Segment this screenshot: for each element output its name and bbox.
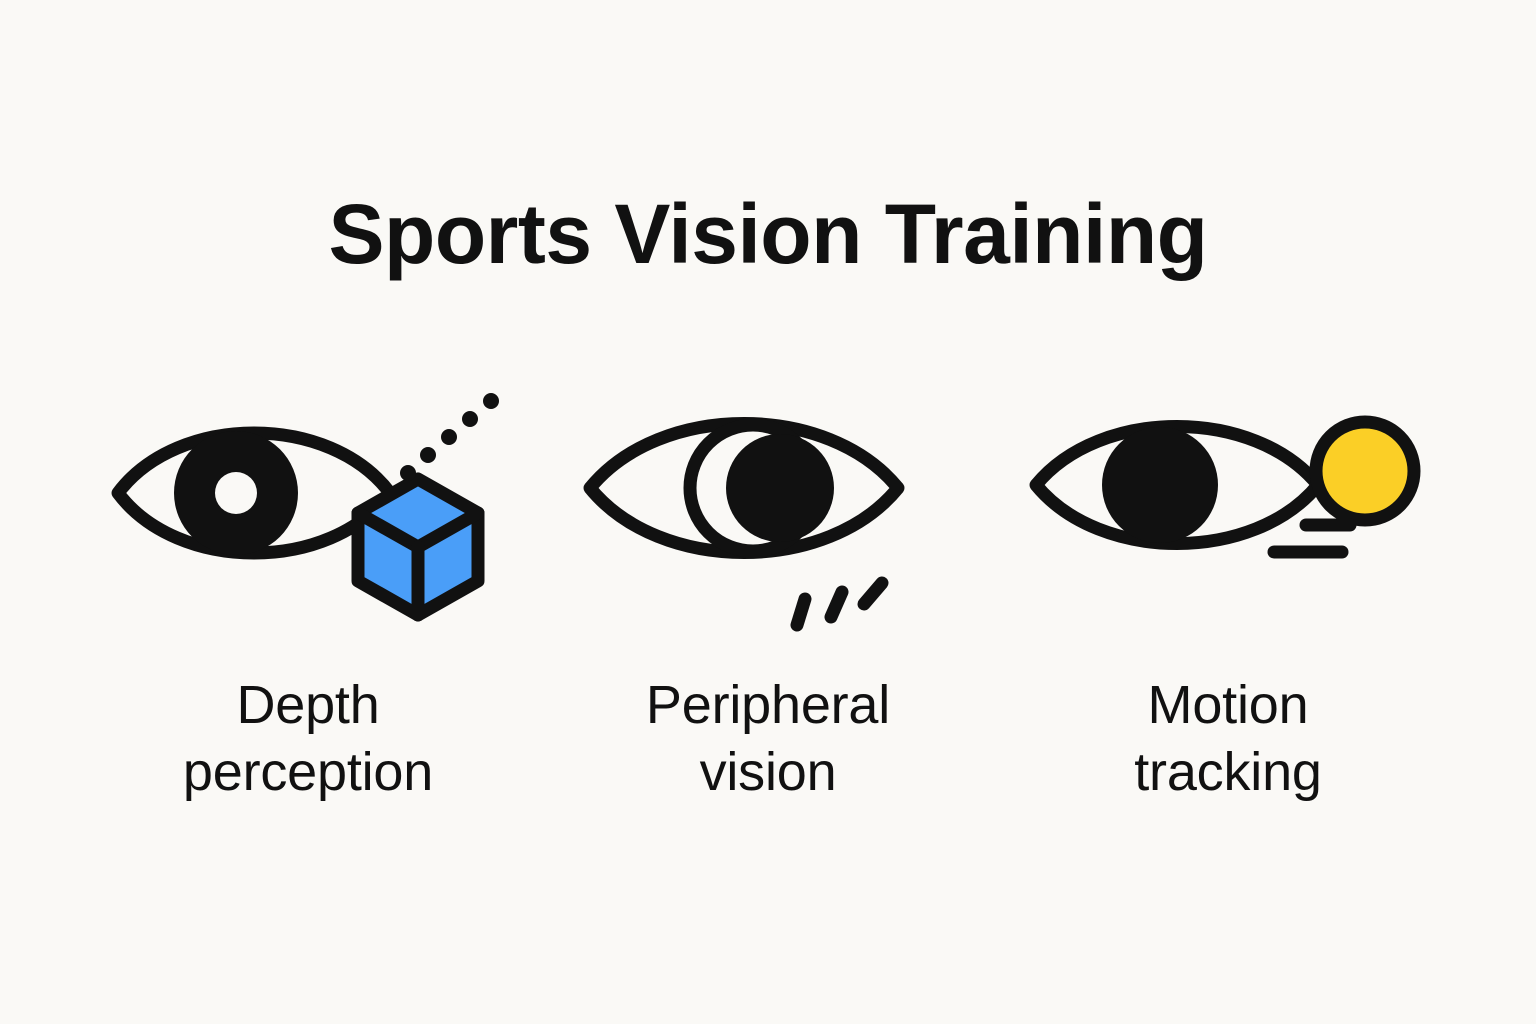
feature-label-motion-tracking: Motion tracking bbox=[1134, 672, 1322, 806]
feature-label-peripheral-vision: Peripheral vision bbox=[646, 672, 890, 806]
feature-card-motion-tracking[interactable]: Motion tracking bbox=[998, 385, 1458, 806]
pupil-crescent bbox=[726, 434, 834, 542]
label-line-2: perception bbox=[182, 741, 434, 802]
label-line-2: vision bbox=[699, 741, 837, 802]
dash-2 bbox=[824, 585, 849, 624]
label-line-1: Peripheral bbox=[645, 675, 891, 735]
pupil-hole bbox=[215, 472, 257, 514]
page-title: Sports Vision Training bbox=[328, 187, 1208, 282]
two-speed-lines bbox=[1267, 518, 1357, 559]
feature-row: Depth perception bbox=[0, 385, 1536, 806]
eye-with-motion-dashes-icon bbox=[568, 385, 968, 650]
label-line-1: Depth bbox=[236, 675, 380, 735]
eye-outline bbox=[583, 417, 905, 559]
eye-with-ball-icon bbox=[1028, 385, 1428, 650]
pupil-filled bbox=[1102, 427, 1218, 543]
eye-with-cube-icon bbox=[108, 385, 508, 650]
dash-3 bbox=[857, 576, 889, 611]
dotted-sight-line bbox=[400, 393, 499, 481]
yellow-ball bbox=[1309, 415, 1421, 527]
feature-card-depth-perception[interactable]: Depth perception bbox=[78, 385, 538, 806]
feature-card-peripheral-vision[interactable]: Peripheral vision bbox=[538, 385, 998, 806]
isometric-cube bbox=[351, 472, 485, 622]
feature-label-depth-perception: Depth perception bbox=[183, 672, 433, 806]
three-angled-dashes bbox=[790, 576, 889, 632]
label-line-2: tracking bbox=[1134, 741, 1322, 802]
dash-1 bbox=[790, 592, 812, 632]
label-line-1: Motion bbox=[1147, 675, 1309, 735]
